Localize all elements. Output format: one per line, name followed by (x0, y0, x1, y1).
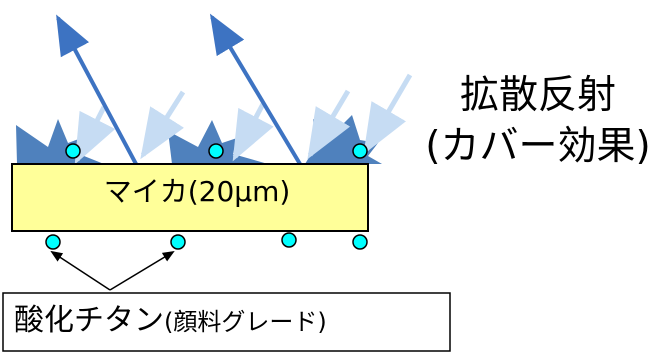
scatter-burst-1 (16, 119, 104, 164)
tio2-label-main: 酸化チタン (14, 303, 164, 338)
reflected-arrow-2 (209, 13, 302, 166)
tio2-particle (352, 234, 368, 250)
tio2-particles-top (65, 143, 368, 159)
tio2-particle (170, 234, 186, 250)
incident-arrow-3 (232, 102, 274, 162)
incident-arrow-1 (74, 105, 116, 165)
tio2-particle (352, 143, 368, 159)
pointer-arrows (50, 250, 175, 291)
effect-label-line1: 拡散反射 (459, 73, 616, 118)
tio2-particle (281, 232, 297, 248)
tio2-particles-bottom (45, 232, 368, 250)
tio2-particle (45, 234, 61, 250)
tio2-label-box (2, 292, 451, 352)
reflected-arrow-1 (56, 14, 138, 165)
mica-label: マイカ(20μm) (103, 175, 291, 208)
tio2-label-sub: (顔料グレード) (164, 308, 327, 336)
pointer-arrow-1 (50, 250, 111, 291)
tio2-particle (65, 143, 81, 159)
pointer-arrow-2 (109, 250, 175, 291)
incident-arrow-5 (363, 73, 413, 155)
scatter-burst-2 (168, 120, 268, 164)
tio2-particle (208, 143, 224, 159)
incident-arrow-2 (140, 90, 186, 160)
reflected-light-arrows (56, 13, 302, 166)
mica-substrate (11, 163, 369, 232)
effect-label-line2: (カバー効果) (425, 124, 651, 169)
tio2-label: 酸化チタン(顔料グレード) (14, 306, 327, 336)
incident-light-arrows (74, 73, 413, 165)
incident-arrow-4 (307, 89, 351, 160)
